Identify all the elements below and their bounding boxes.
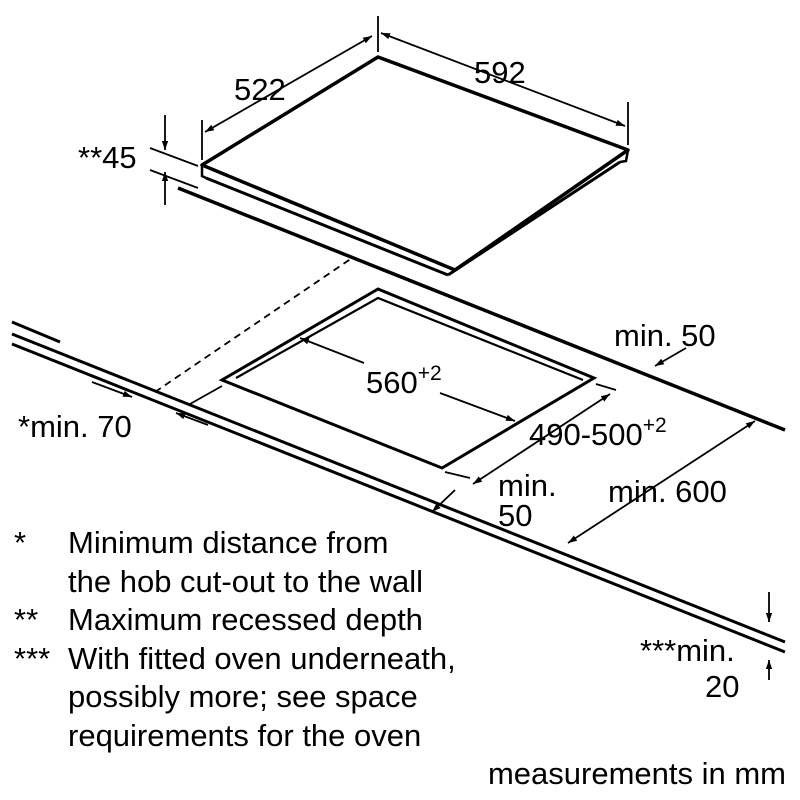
footnote-line: With fitted oven underneath, [68,640,456,676]
footnote-mark: *** [14,640,51,676]
cutout-outer [218,287,598,470]
cutout-width-label: 560+2 [366,362,442,400]
units-note: measurements in mm [487,756,786,791]
worktop [11,186,786,654]
hob-depth-label: 522 [234,72,286,107]
cutout-width-tolerance: +2 [418,362,442,385]
min-under-label-line2: 20 [705,669,739,704]
worktop-front-edge [11,342,786,654]
footnote-text: With fitted oven underneath, possibly mo… [68,640,456,756]
footnote-mark: * [14,525,27,560]
footnote-2: ** Maximum recessed depth [14,601,456,640]
footnote-line: requirements for the oven [68,717,422,753]
hob-frame [200,165,207,180]
min-back-dimension [654,347,687,367]
cutout [154,257,598,470]
cutout-width-value: 560 [366,365,418,400]
footnotes: * Minimum distance from the hob cut-out … [14,524,456,755]
recess-depth-label: **45 [78,140,137,175]
footnote-line: possibly more; see space [68,679,418,714]
hob-projection-line [154,257,353,393]
cutout-depth-value: 490-500 [529,417,643,452]
cutout-depth-tolerance: +2 [643,414,667,437]
cutout-depth-dimension [472,383,617,485]
worktop-front-top [11,332,786,644]
min-side-dimension [91,381,223,426]
hob-side-edge [447,160,621,277]
footnote-mark: ** [14,602,39,637]
min-worktop-dimension [567,420,756,544]
footnote-text: Minimum distance from the hob cut-out to… [68,524,423,601]
recess-depth-dimension [149,115,199,205]
footnote-line: Minimum distance from [68,525,389,560]
min-front-dimension [431,471,471,513]
hob-front-edge [205,176,449,277]
min-front-label-line2: 50 [498,498,532,533]
hob-frame-right [619,149,630,164]
footnote-line: Maximum recessed depth [68,602,423,637]
footnote-text: Maximum recessed depth [68,601,423,640]
min-side-label: *min. 70 [18,409,132,444]
cutout-depth-label: 490-500+2 [529,414,667,452]
footnote-line: the hob cut-out to the wall [68,563,424,599]
hob-depth-dimension [201,35,373,160]
worktop-back-edge [177,186,786,432]
hob-width-dimension [377,16,629,145]
worktop-top-left [11,320,61,344]
footnote-1: * Minimum distance from the hob cut-out … [14,524,456,601]
min-back-label: min. 50 [614,318,716,353]
cutout-inner-edge [235,296,584,382]
min-under-label-line1: ***min. [640,633,735,668]
min-worktop-label: min. 600 [608,474,727,509]
min-front-label-line1: min. [498,468,557,503]
footnote-3: *** With fitted oven underneath, possibl… [14,640,456,756]
hob-width-label: 592 [474,55,526,90]
